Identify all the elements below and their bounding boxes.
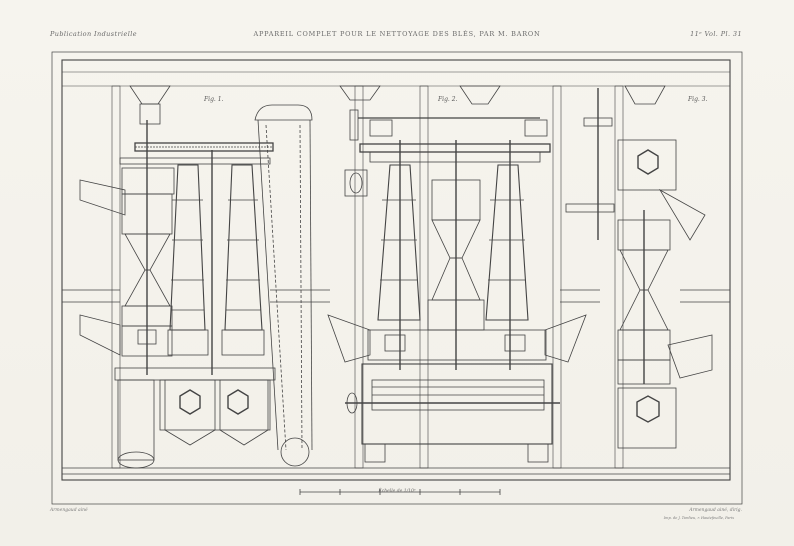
printer-credit: Imp. de J. Tardieu, r. Hautefeuille, Par… bbox=[663, 516, 734, 520]
plate-title: APPAREIL COMPLET POUR LE NETTOYAGE DES B… bbox=[253, 30, 541, 38]
figure-3-label: Fig. 3. bbox=[688, 96, 708, 103]
figure-1-label: Fig. 1. bbox=[204, 96, 224, 103]
figure-1-drawing bbox=[79, 85, 313, 469]
outer-frame bbox=[51, 51, 743, 505]
publication-title: Publication Industrielle bbox=[50, 30, 137, 38]
inner-frame bbox=[61, 59, 731, 481]
director-credit: Armengaud ainé, dirig. bbox=[689, 508, 742, 513]
engraver-credit: Armengaud ainé bbox=[50, 508, 88, 513]
scale-label: Échelle de 1/10ᵉ bbox=[378, 489, 416, 494]
volume-plate-number: 11ᵉ Vol. Pl. 31 bbox=[690, 30, 742, 38]
figure-2-label: Fig. 2. bbox=[438, 96, 458, 103]
figure-3-drawing bbox=[565, 85, 713, 449]
figure-2-drawing bbox=[327, 85, 587, 463]
